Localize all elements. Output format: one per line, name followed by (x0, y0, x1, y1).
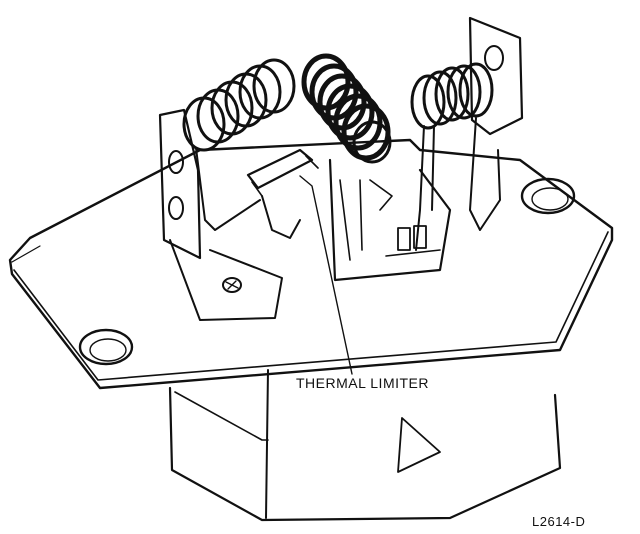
left-resistor-coil (182, 58, 296, 231)
figure-reference-code: L2614-D (532, 514, 585, 529)
resistor-housing-body (168, 369, 562, 522)
thermal-limiter-label: THERMAL LIMITER (296, 375, 429, 391)
right-resistor-coil (410, 62, 494, 251)
callout-leader-line (299, 175, 353, 375)
thermal-limiter (246, 148, 319, 239)
right-terminal-tab (468, 16, 524, 231)
left-terminal-bracket (158, 108, 283, 321)
connector-pins (369, 179, 441, 257)
center-bracket (328, 158, 452, 282)
center-resistor-coil (301, 53, 392, 164)
mounting-hole-right (520, 177, 576, 215)
mounting-hole-left (78, 328, 134, 366)
mounting-plate (8, 138, 614, 390)
